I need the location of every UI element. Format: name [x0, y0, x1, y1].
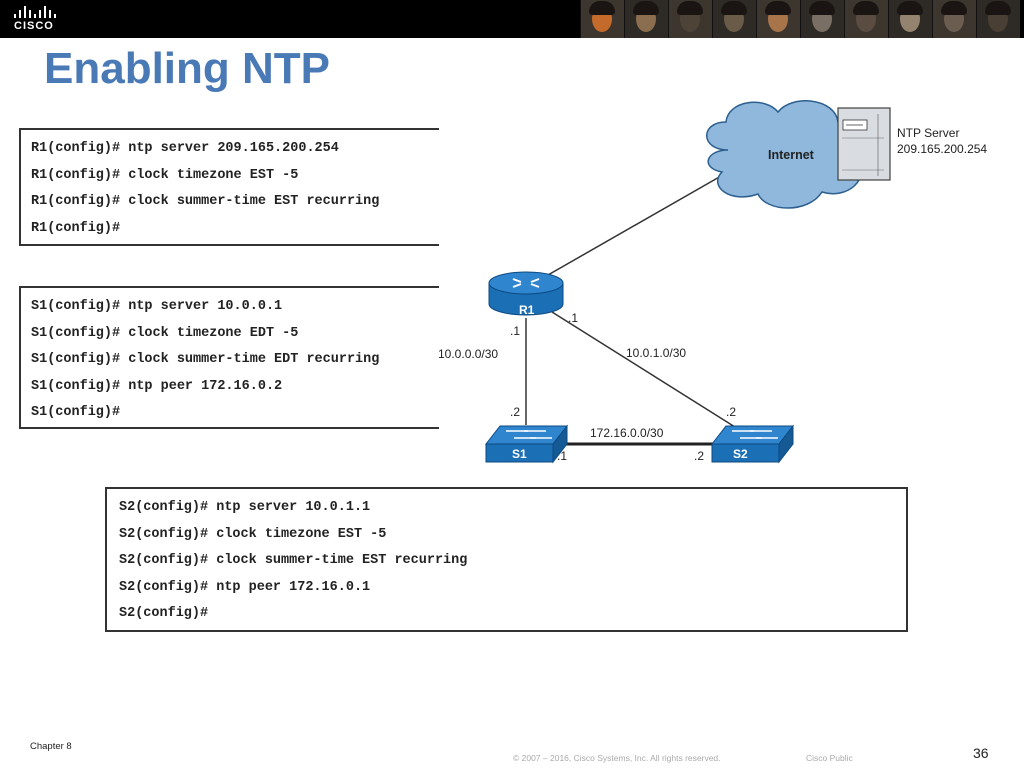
s2-command-line: S2(config)# [119, 606, 209, 621]
s2-command-line: S2(config)# ntp peer 172.16.0.1 [119, 579, 371, 595]
s2-command-line: S2(config)# ntp server 10.0.1.1 [119, 500, 371, 515]
s2-switch-icon [710, 424, 795, 464]
header-photo [756, 0, 800, 38]
header-photo [580, 0, 624, 38]
s2-command-line: S2(config)# clock timezone EST -5 [119, 526, 387, 542]
ntp-server-label: NTP Server [897, 126, 959, 140]
header-photo [932, 0, 976, 38]
r1-label: R1 [519, 303, 535, 317]
network-s1-s2-label: 172.16.0.0/30 [590, 426, 664, 440]
classification-label: Cisco Public [806, 753, 853, 763]
network-r1-s2-label: 10.0.1.0/30 [626, 346, 686, 360]
header-photo [712, 0, 756, 38]
s2-r1-interface-label: .2 [726, 405, 736, 419]
s1-command-line: S1(config)# ntp server 10.0.0.1 [31, 299, 283, 314]
page-number: 36 [973, 745, 989, 761]
ntp-server-icon [837, 107, 891, 181]
brand-name: CISCO [14, 20, 54, 32]
header-photo-strip [580, 0, 1020, 38]
s2-s1-interface-label: .2 [694, 449, 704, 463]
r1-s1-interface-label: .1 [510, 324, 520, 338]
copyright-notice: © 2007 – 2016, Cisco Systems, Inc. All r… [513, 753, 721, 763]
page-title: Enabling NTP [44, 44, 330, 93]
r1-s2-interface-label: .1 [568, 311, 578, 325]
header-photo [976, 0, 1020, 38]
r1-router-icon [488, 271, 564, 316]
r1-command-line: R1(config)# [31, 220, 121, 236]
s1-command-line: S1(config)# clock summer-time EDT recurr… [31, 352, 380, 367]
s1-command-line: S1(config)# ntp peer 172.16.0.2 [31, 378, 283, 394]
s1-command-line: S1(config)# [31, 405, 121, 420]
s1-switch-icon [484, 424, 569, 464]
s2-command-line: S2(config)# clock summer-time EST recurr… [119, 553, 468, 568]
header-photo [668, 0, 712, 38]
link-r1-s2 [551, 311, 736, 428]
header-photo [800, 0, 844, 38]
header-photo [888, 0, 932, 38]
r1-command-line: R1(config)# ntp server 209.165.200.254 [31, 141, 339, 156]
header-bar: CISCO [0, 0, 1024, 38]
header-photo [624, 0, 668, 38]
cisco-logo-icon [14, 6, 56, 18]
s1-command-line: S1(config)# clock timezone EDT -5 [31, 325, 299, 341]
s1-s2-interface-label: .1 [557, 449, 567, 463]
r1-command-line: R1(config)# clock summer-time EST recurr… [31, 194, 380, 209]
network-r1-s1-label: 10.0.0.0/30 [438, 347, 498, 361]
s2-label: S2 [733, 447, 748, 461]
link-r1-internet [547, 167, 736, 276]
ntp-server-ip: 209.165.200.254 [897, 142, 987, 156]
internet-label: Internet [768, 148, 815, 162]
s1-label: S1 [512, 447, 527, 461]
r1-command-line: R1(config)# clock timezone EST -5 [31, 167, 299, 183]
header-photo [844, 0, 888, 38]
s1-r1-interface-label: .2 [510, 405, 520, 419]
chapter-label: Chapter 8 [30, 741, 72, 752]
